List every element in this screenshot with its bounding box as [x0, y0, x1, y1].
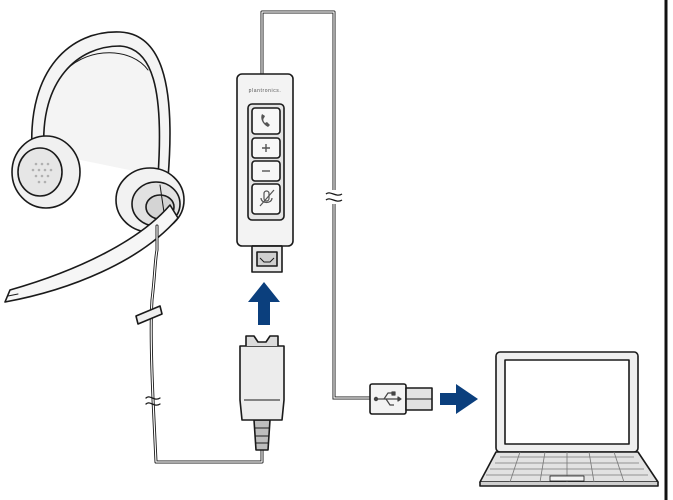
call-button[interactable]	[251, 107, 281, 135]
volume-up-button[interactable]	[251, 137, 281, 159]
volume-down-button[interactable]	[251, 160, 281, 182]
cable-clip	[135, 305, 163, 325]
up-arrow	[248, 282, 280, 325]
brand-label: plantronics.	[249, 88, 282, 94]
left-ear-cushion	[11, 135, 81, 209]
cable-break-mark	[145, 396, 161, 406]
adapter-cable-bottom	[332, 204, 372, 400]
mute-button[interactable]	[251, 183, 281, 215]
usb-icon	[373, 391, 402, 406]
headband	[31, 31, 171, 179]
volume-up-icon	[262, 144, 270, 152]
call-icon	[261, 114, 270, 127]
headset	[4, 31, 264, 464]
boom-microphone	[4, 204, 179, 303]
qd-connector	[239, 335, 285, 451]
adapter-cable-break-mark	[325, 192, 343, 202]
usb-adapter: plantronics.	[236, 10, 336, 273]
mute-icon	[259, 189, 275, 207]
right-arrow	[440, 384, 478, 414]
usb-plug	[369, 383, 433, 415]
laptop	[479, 351, 659, 487]
